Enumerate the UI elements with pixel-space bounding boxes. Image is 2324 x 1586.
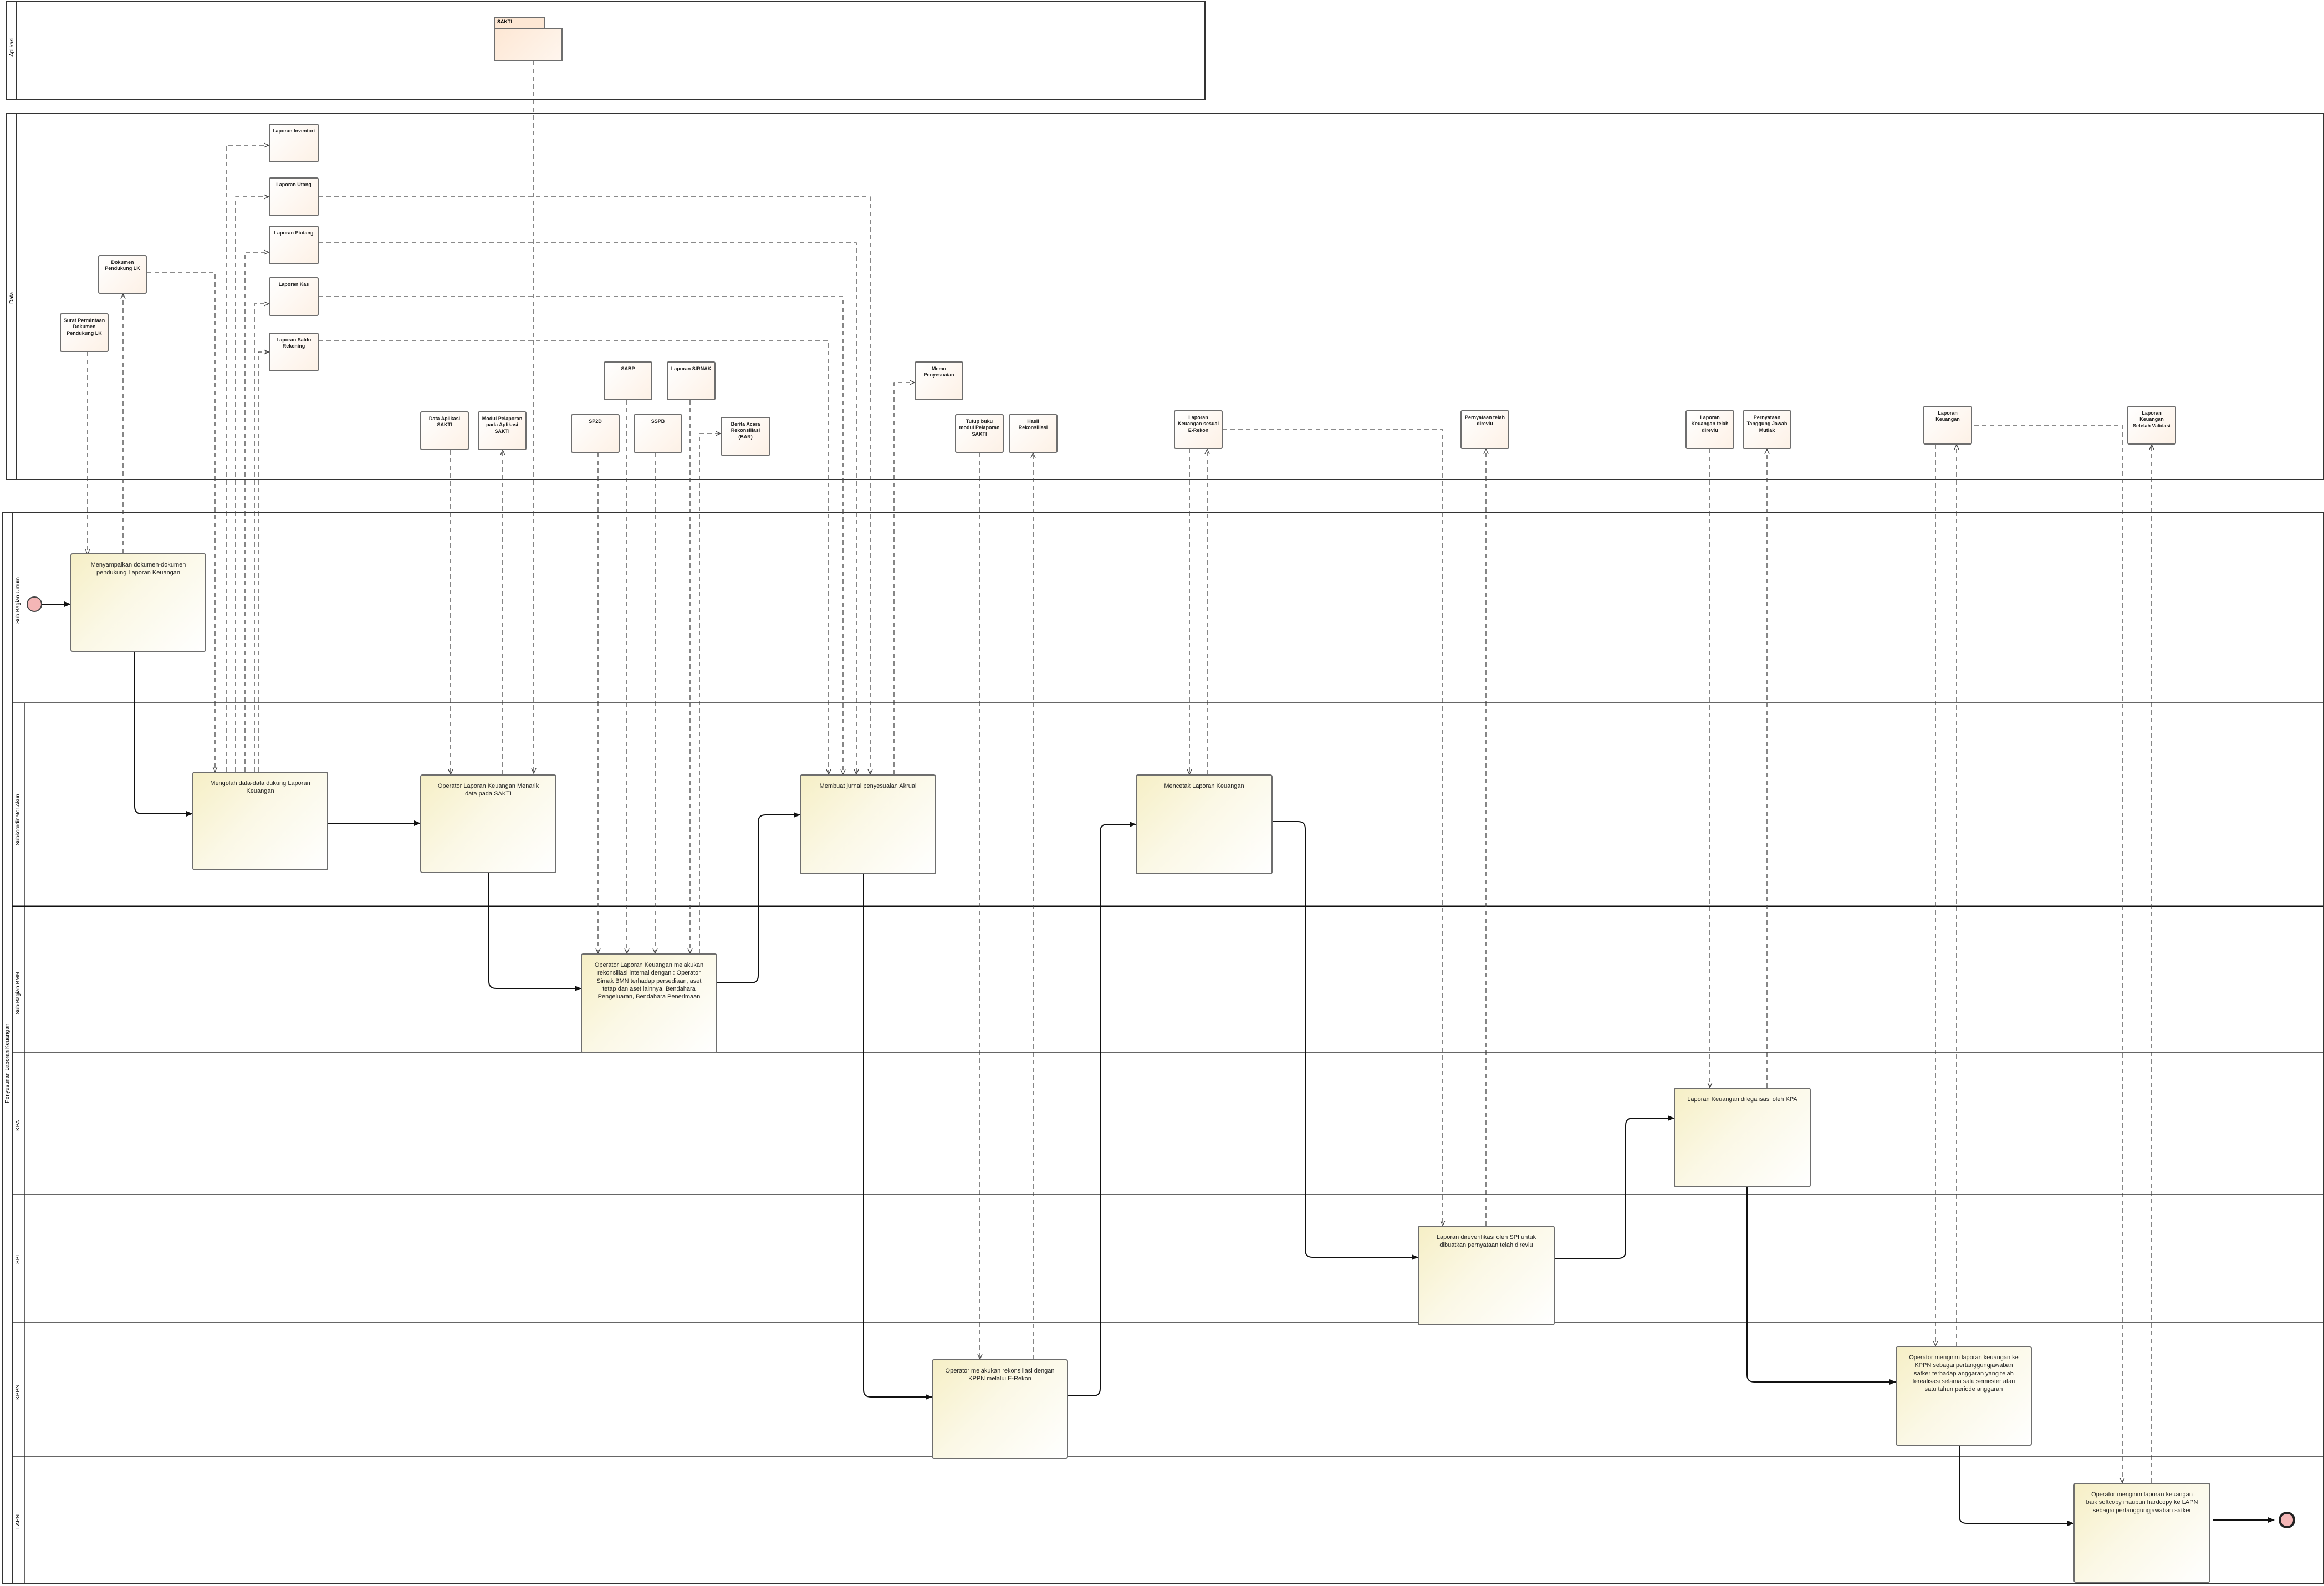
pool-penyusunan <box>2 512 2324 1584</box>
artifact-laporan-inventori: Laporan Inventori <box>269 124 319 162</box>
artifact-sp2d: SP2D <box>571 414 620 453</box>
artifact-hasil-rekonsiliasi: Hasil Rekonsiliasi <box>1009 414 1058 453</box>
artifact-pernyataan-reviu: Pernyataan telah direviu <box>1460 410 1509 449</box>
lane-label-pool: Penyusunan Laporan Keuangan <box>4 1023 11 1103</box>
lane-label-lapn: LAPN <box>15 1514 21 1529</box>
artifact-surat-permintaan: Surat Permintaan Dokumen Pendukung LK <box>60 313 109 352</box>
lane-label-kpa: KPA <box>15 1120 21 1131</box>
task-kirim-lapn: Operator mengirim laporan keuangan baik … <box>2073 1483 2210 1583</box>
artifact-laporan-validasi: Laporan Keuangan Setelah Validasi <box>2127 406 2176 445</box>
task-mengolah-data: Mengolah data-data dukung Laporan Keuang… <box>192 772 328 870</box>
lane-data <box>6 113 2324 480</box>
lane-label-subkoordinator: Subkoordinator Akun <box>15 794 21 845</box>
artifact-sabp: SABP <box>604 361 652 400</box>
start-event <box>27 596 42 612</box>
artifact-laporan-sirnak: Laporan SIRNAK <box>667 361 716 400</box>
package-sakti-tab: SAKTI <box>494 17 545 29</box>
artifact-laporan-utang: Laporan Utang <box>269 177 319 216</box>
task-reviu-spi: Laporan direverifikasi oleh SPI untuk di… <box>1418 1226 1555 1325</box>
lane-label-spi: SPI <box>15 1254 21 1264</box>
lane-label-bagian-umum: Sub Bagian Umum <box>15 577 21 624</box>
lane-label-kppn: KPPN <box>15 1384 21 1400</box>
end-event <box>2279 1512 2295 1528</box>
lane-label-data: Data <box>9 292 15 304</box>
artifact-tutup-buku: Tutup buku modul Pelaporan SAKTI <box>955 414 1004 453</box>
task-rekonsiliasi-kppn: Operator melakukan rekonsiliasi dengan K… <box>932 1359 1068 1459</box>
package-sakti <box>494 28 563 61</box>
lane-aplikasi <box>6 1 1206 100</box>
data-associations <box>88 61 2152 1483</box>
artifact-laporan-kas: Laporan Kas <box>269 277 319 316</box>
sequence-flows <box>42 601 2275 1526</box>
task-menarik-data-sakti: Operator Laporan Keuangan Menarik data p… <box>420 774 556 873</box>
task-legalisasi-kpa: Laporan Keuangan dilegalisasi oleh KPA <box>1674 1088 1811 1187</box>
artifact-data-aplikasi-sakti: Data Aplikasi SAKTI <box>420 411 469 450</box>
artifact-laporan-saldo-rekening: Laporan Saldo Rekening <box>269 333 319 371</box>
artifact-modul-pelaporan: Modul Pelaporan pada Aplikasi SAKTI <box>478 411 527 450</box>
artifact-laporan-erekon: Laporan Keuangan sesuai E-Rekon <box>1174 410 1223 449</box>
artifact-pernyataan-tjm: Pernyataan Tanggung Jawab Mutlak <box>1743 410 1791 449</box>
task-jurnal-penyesuaian: Membuat jurnal penyesuaian Akrual <box>800 774 936 874</box>
artifact-laporan-keuangan: Laporan Keuangan <box>1923 406 1972 445</box>
artifact-dokumen-pendukung: Dokumen Pendukung LK <box>98 255 147 294</box>
task-mencetak-laporan: Mencetak Laporan Keuangan <box>1136 774 1273 874</box>
artifact-berita-acara-rekonsiliasi: Berita Acara Rekonsiliasi (BAR) <box>721 417 770 456</box>
lane-label-aplikasi: Aplikasi <box>9 37 15 57</box>
task-menyampaikan-dokumen: Menyampaikan dokumen-dokumen pendukung L… <box>70 553 206 652</box>
artifact-memo-penyesuaian: Memo Penyesuaian <box>915 361 963 400</box>
task-rekonsiliasi-internal: Operator Laporan Keuangan melakukan reko… <box>581 953 717 1053</box>
artifact-laporan-direviu: Laporan Keuangan telah direviu <box>1685 410 1734 449</box>
artifact-laporan-piutang: Laporan Piutang <box>269 226 319 264</box>
lane-label-sub-bagian-bmn: Sub Bagian BMN <box>15 972 21 1014</box>
artifact-sspb: SSPB <box>634 414 682 453</box>
task-kirim-kppn: Operator mengirim laporan keuangan ke KP… <box>1896 1346 2032 1446</box>
